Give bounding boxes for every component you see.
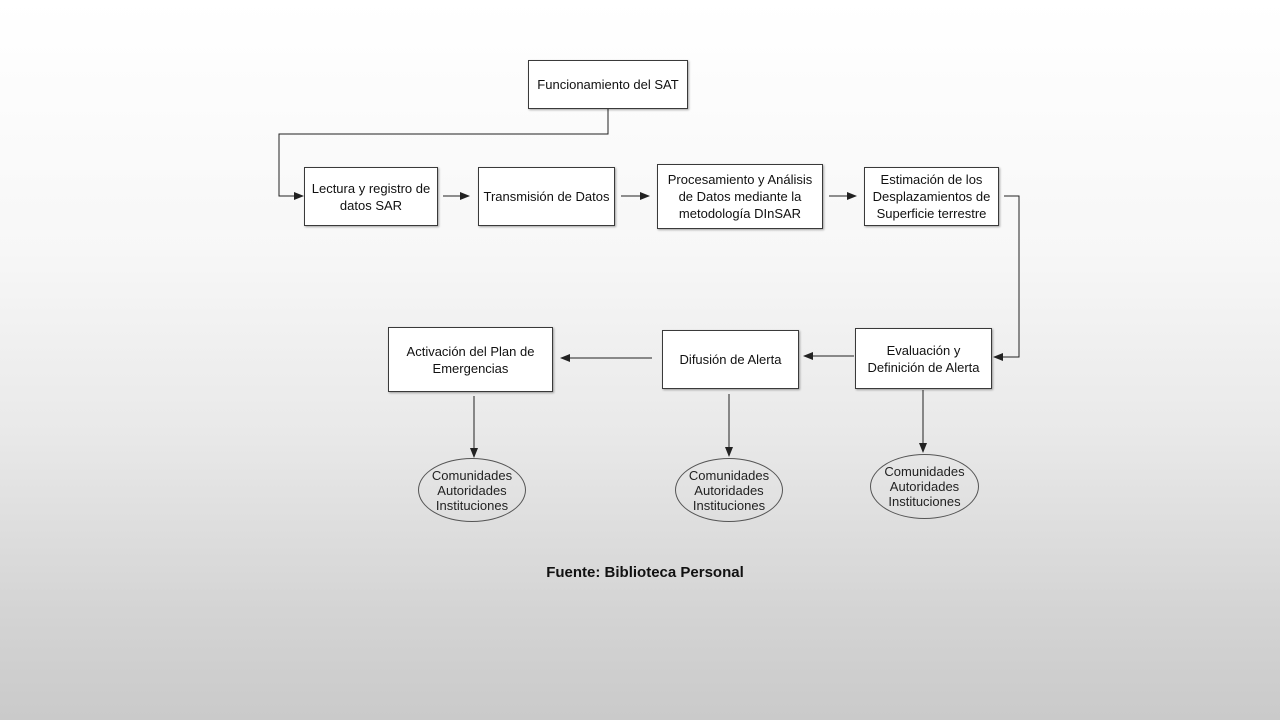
box-difusion-alerta: Difusión de Alerta xyxy=(662,330,799,389)
box-transmision-datos: Transmisión de Datos xyxy=(478,167,615,226)
recipient-autoridades: Autoridades xyxy=(694,482,764,498)
box-estimacion-desplazamientos: Estimación de los Desplazamientos de Sup… xyxy=(864,167,999,226)
connector-estimacion-to-evaluacion xyxy=(993,195,1020,361)
recipient-instituciones: Instituciones xyxy=(888,494,961,509)
box-evaluacion-alerta: Evaluación y Definición de Alerta xyxy=(855,328,992,389)
recipients-ellipse-difusion: Comunidades Autoridades Instituciones xyxy=(675,458,783,522)
recipient-autoridades: Autoridades xyxy=(889,479,960,494)
box-procesamiento-analisis: Procesamiento y Análisis de Datos median… xyxy=(657,164,823,229)
recipient-instituciones: Instituciones xyxy=(435,497,509,513)
recipient-comunidades: Comunidades xyxy=(688,467,770,483)
source-caption: Fuente: Biblioteca Personal xyxy=(546,564,744,581)
box-lectura-registro: Lectura y registro de datos SAR xyxy=(304,167,438,226)
recipients-ellipse-evaluacion: Comunidades Autoridades Instituciones xyxy=(870,454,979,519)
recipient-comunidades: Comunidades xyxy=(884,464,965,479)
box-activacion-plan: Activación del Plan de Emergencias xyxy=(388,327,553,392)
recipient-comunidades: Comunidades xyxy=(431,467,513,483)
box-funcionamiento-sat: Funcionamiento del SAT xyxy=(528,60,688,109)
recipient-autoridades: Autoridades xyxy=(437,482,507,498)
recipients-ellipse-activacion: Comunidades Autoridades Instituciones xyxy=(418,458,526,522)
recipient-instituciones: Instituciones xyxy=(692,497,766,513)
connector-sat-to-lectura xyxy=(278,108,609,200)
